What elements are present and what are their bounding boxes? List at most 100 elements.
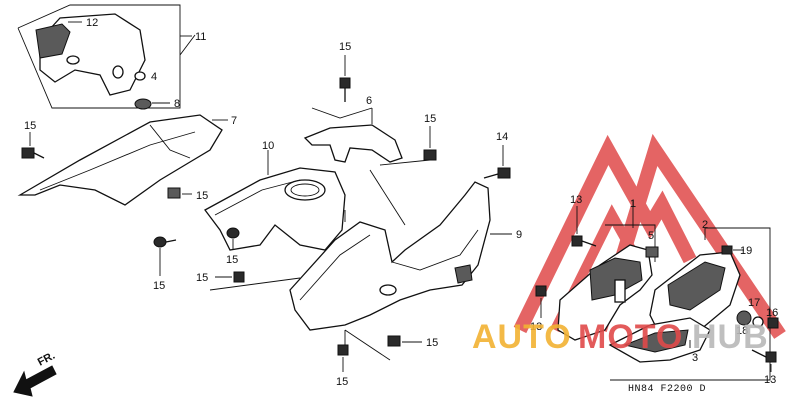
clip-head xyxy=(721,245,733,255)
watermark-hub: HUB xyxy=(692,318,769,356)
screw-shank xyxy=(581,240,597,247)
clip-body xyxy=(167,187,181,199)
screw-15-left xyxy=(21,132,45,159)
label-14: 14 xyxy=(496,131,508,143)
label-6: 6 xyxy=(366,95,372,107)
label-15-d: 15 xyxy=(226,254,238,266)
clip-15-bottom-1 xyxy=(337,344,349,372)
part-3-plate xyxy=(623,329,689,353)
clip-15-center-1 xyxy=(153,236,177,276)
part-18-collar xyxy=(736,310,752,326)
part-19-clip xyxy=(721,245,744,255)
label-13-a: 13 xyxy=(570,194,582,206)
label-18: 18 xyxy=(736,325,748,337)
label-10: 10 xyxy=(262,140,274,152)
label-17: 17 xyxy=(748,297,760,309)
part-9-body-cover xyxy=(289,181,512,331)
label-9: 9 xyxy=(516,229,522,241)
bracket-hole-2 xyxy=(112,65,124,79)
screw-shank xyxy=(483,173,499,179)
label-12: 12 xyxy=(86,17,98,29)
leader-6-group xyxy=(311,107,373,119)
label-15-e: 15 xyxy=(196,272,208,284)
part-9-hole xyxy=(379,284,397,296)
label-15-c: 15 xyxy=(153,280,165,292)
part-7-side-cover xyxy=(17,114,228,206)
watermark-auto: AUTO xyxy=(472,318,572,356)
label-15-i: 15 xyxy=(426,337,438,349)
label-19: 19 xyxy=(740,245,752,257)
part-11-box-group xyxy=(17,4,196,109)
part-10-center-cover xyxy=(204,150,346,251)
right-assembly-group xyxy=(557,200,771,381)
part-16-bolt xyxy=(767,317,779,329)
front-direction-indicator: FR. xyxy=(13,350,57,397)
label-13-c: 13 xyxy=(764,374,776,386)
label-15-g: 15 xyxy=(424,113,436,125)
guide-lines xyxy=(209,159,431,361)
screw-shank xyxy=(751,349,767,358)
label-16: 16 xyxy=(766,307,778,319)
screw-13-left xyxy=(535,285,547,318)
part-1-plate xyxy=(589,257,643,301)
clip-head xyxy=(337,344,349,356)
clip-head xyxy=(423,149,437,161)
diagram-code: HN84 F2200 D xyxy=(628,384,706,395)
label-13-b: 13 xyxy=(530,321,542,333)
part-5-cushion xyxy=(645,246,659,258)
clip-15-bottom-2 xyxy=(387,335,422,347)
screw-head xyxy=(535,285,547,297)
label-11: 11 xyxy=(195,31,206,43)
part-8-grommet xyxy=(134,98,152,110)
part-12-rubber xyxy=(35,23,71,59)
label-15-a: 15 xyxy=(24,120,36,132)
part-2-plate xyxy=(667,261,726,311)
clip-15-mid-left xyxy=(167,187,192,199)
label-15-h: 15 xyxy=(336,376,348,388)
label-1: 1 xyxy=(630,198,636,210)
screw-13-right xyxy=(751,349,777,372)
part-11-box-outline xyxy=(17,4,196,109)
label-4: 4 xyxy=(151,71,157,83)
part-17-washer xyxy=(752,316,764,328)
part-10-opening-inner xyxy=(290,183,320,197)
part-6-bracket xyxy=(303,107,403,163)
label-2: 2 xyxy=(702,219,708,231)
clip-15-center-2 xyxy=(226,227,240,250)
part-7-edge-line xyxy=(39,131,196,191)
label-8: 8 xyxy=(174,98,180,110)
arrow-left-icon xyxy=(13,365,57,397)
watermark-moto: MOTO xyxy=(578,318,683,356)
part-1-slot xyxy=(614,279,626,303)
screw-15-top xyxy=(339,55,351,102)
label-15-b: 15 xyxy=(196,190,208,202)
washer-body xyxy=(752,316,764,328)
part-6-shape xyxy=(303,124,403,163)
part-10-ridge xyxy=(214,179,301,216)
clip-head xyxy=(387,335,401,347)
watermark-text: AUTO MOTO HUB xyxy=(472,318,769,356)
part-7-fold xyxy=(149,124,191,159)
part-10-opening xyxy=(284,179,326,201)
screw-shank xyxy=(33,152,45,159)
screw-14 xyxy=(483,145,511,179)
clip-head xyxy=(233,271,245,283)
callout-labels: 12 11 4 8 7 15 15 15 15 15 15 15 15 15 6… xyxy=(24,17,778,395)
part-9-shape xyxy=(289,181,491,331)
collar-body xyxy=(736,310,752,326)
part-4-grommet xyxy=(134,71,146,81)
screw-head xyxy=(21,147,35,159)
screw-13-top xyxy=(571,206,597,247)
screw-head xyxy=(339,77,351,89)
screw-head xyxy=(497,167,511,179)
part-9-ridge xyxy=(391,229,479,271)
part-7-shape xyxy=(17,114,223,206)
front-direction-label: FR. xyxy=(36,350,57,369)
label-15-f: 15 xyxy=(339,41,351,53)
bracket-hole xyxy=(66,55,80,65)
clip-15-right-of-6 xyxy=(423,126,437,161)
part-9-edge xyxy=(299,234,371,301)
label-3: 3 xyxy=(692,352,698,364)
label-5: 5 xyxy=(648,230,654,242)
